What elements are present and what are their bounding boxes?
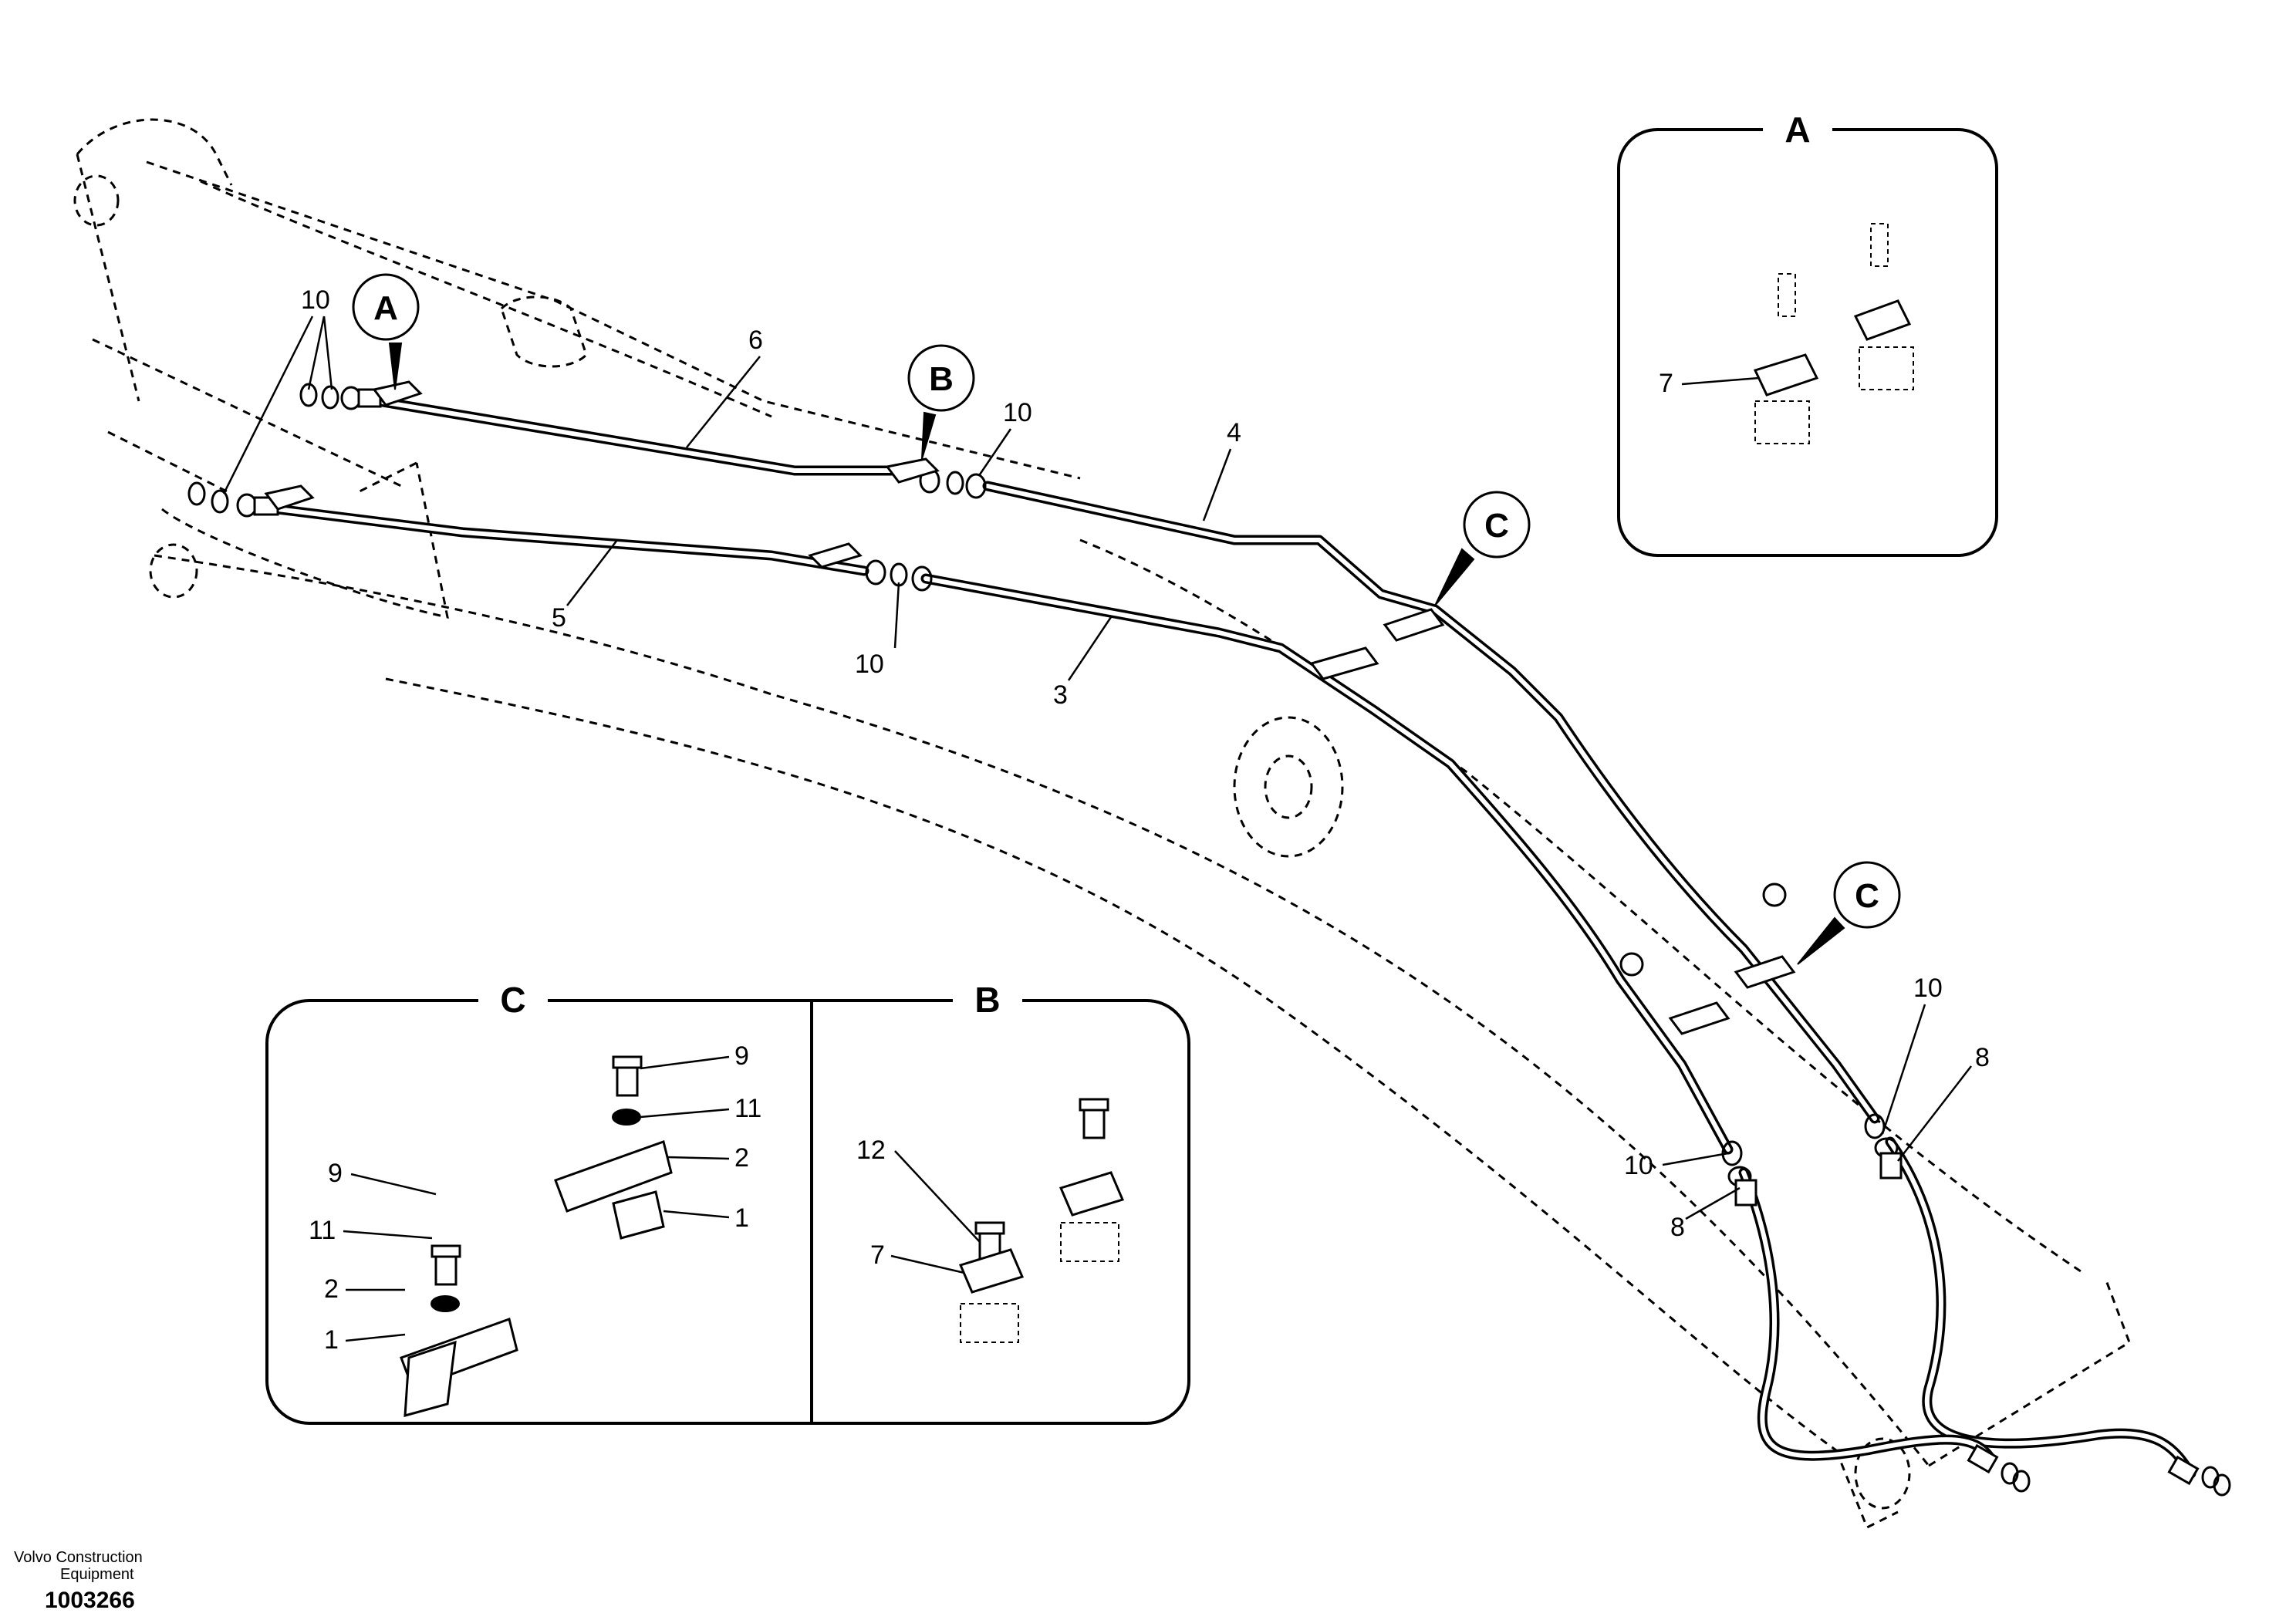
main-fittings <box>187 380 2231 1497</box>
brand-name-line2: Equipment <box>60 1566 134 1583</box>
brand-name-line1: Volvo Construction <box>14 1549 143 1566</box>
ref-circle-a: A <box>352 273 420 390</box>
detail-panel-a-title: A <box>1784 110 1810 150</box>
detail-c-callout-9: 9 <box>328 1159 343 1188</box>
detail-panel-a: A 7 <box>1617 108 1998 557</box>
document-number: 1003266 <box>45 1588 135 1613</box>
detail-b-callout-12: 12 <box>856 1136 886 1165</box>
callout-10-lower: 10 <box>855 650 884 679</box>
ref-circle-a-label: A <box>373 289 398 327</box>
detail-c-callout-11-top: 11 <box>734 1094 761 1123</box>
ref-circle-b: B <box>907 344 975 460</box>
callout-10-top-left: 10 <box>301 285 330 315</box>
detail-c-callout-2: 2 <box>324 1274 339 1304</box>
callout-10-right-b: 10 <box>1624 1151 1653 1180</box>
ref-circle-c-upper-label: C <box>1484 507 1509 545</box>
detail-panel-cb: C B 9 11 2 1 9 11 2 1 <box>265 978 1190 1425</box>
callout-8-right-b: 8 <box>1670 1213 1685 1242</box>
callout-3: 3 <box>1053 680 1068 710</box>
detail-c-callout-1-top: 1 <box>734 1203 749 1233</box>
detail-c-callout-9-top: 9 <box>734 1041 749 1071</box>
detail-c-callout-2-top: 2 <box>734 1143 749 1173</box>
detail-c-callout-1: 1 <box>324 1325 339 1355</box>
main-callouts: 10 6 10 4 5 10 3 10 8 10 8 <box>222 285 1990 1242</box>
detail-b-callout-7: 7 <box>870 1240 885 1270</box>
ref-circle-c-lower-label: C <box>1855 877 1879 915</box>
ref-circle-c-lower: C <box>1797 861 1901 965</box>
callout-10-right-a: 10 <box>1913 974 1943 1003</box>
boom-outline <box>73 118 2131 1530</box>
detail-panel-c-title: C <box>500 980 525 1020</box>
ref-circle-c-upper: C <box>1434 491 1531 606</box>
detail-panel-b-title: B <box>974 980 1000 1020</box>
callout-8-right-a: 8 <box>1975 1043 1990 1072</box>
upper-pipe <box>373 396 2196 1479</box>
callout-4: 4 <box>1227 418 1241 447</box>
ref-circle-b-label: B <box>929 360 954 398</box>
callout-5: 5 <box>552 603 566 633</box>
callout-10-mid: 10 <box>1003 398 1032 427</box>
detail-c-callout-11: 11 <box>309 1216 336 1245</box>
detail-a-callout-7: 7 <box>1659 369 1673 398</box>
callout-6: 6 <box>748 326 763 355</box>
